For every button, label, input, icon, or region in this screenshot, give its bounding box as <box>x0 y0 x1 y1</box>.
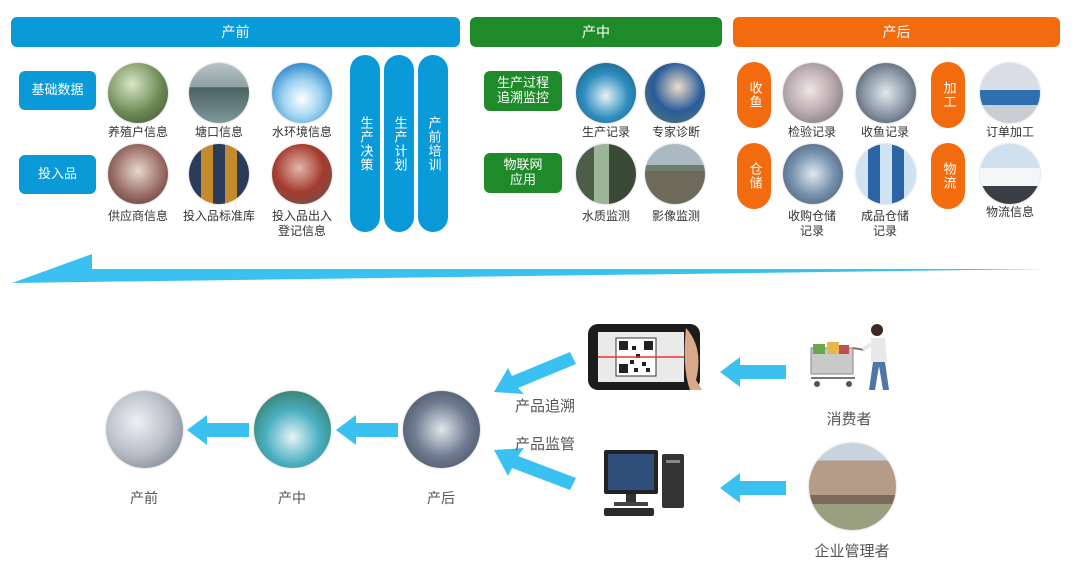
logistics-truck-photo <box>980 144 1040 204</box>
stage-pre-label: 产前 <box>130 491 158 507</box>
caption-water-info: 水环境信息 <box>271 125 332 139</box>
stage-post-label: 产后 <box>427 491 455 507</box>
stage-pre-photo <box>106 391 183 468</box>
production-record-photo <box>576 63 636 123</box>
label-logistics: 物流 <box>931 143 965 209</box>
label-process-monitoring: 生产过程 追溯监控 <box>484 71 562 111</box>
column-production-plan: 生产计划 <box>384 55 414 232</box>
label-storage-text: 仓储 <box>746 162 762 190</box>
product-storage-photo <box>856 144 916 204</box>
actor-consumer-label: 消费者 <box>826 410 872 428</box>
arrow-post-to-mid-icon <box>187 415 249 445</box>
trace-arrow <box>12 254 1046 283</box>
consumer-shopping-icon <box>810 324 889 390</box>
column-pre-training-text: 产前培训 <box>425 115 441 172</box>
fish-harvest-photo <box>856 63 916 123</box>
arrow-manager-icon <box>720 473 786 503</box>
label-basic-data-text: 基础数据 <box>31 83 84 98</box>
label-fish-harvest-text: 收鱼 <box>746 81 762 109</box>
label-basic-data: 基础数据 <box>19 71 96 110</box>
column-production-plan-text: 生产计划 <box>391 115 407 172</box>
computer-icon <box>604 450 684 516</box>
caption-input-registry: 投入品出入 登记信息 <box>271 209 332 238</box>
trace-arrow-label: 产品追溯信息 <box>510 277 589 292</box>
farmer-photo <box>108 63 168 123</box>
caption-farmer-info: 养殖户信息 <box>107 125 168 139</box>
stage-mid-label: 产中 <box>278 491 306 507</box>
label-inputs-text: 投入品 <box>37 167 77 182</box>
header-post-label: 产后 <box>882 25 911 41</box>
column-production-decision: 生产决策 <box>350 55 380 232</box>
enterprise-building-photo <box>809 443 896 530</box>
smartphone-qr-icon <box>588 324 702 390</box>
header-post: 产后 <box>733 17 1060 47</box>
arrow-trace-icon <box>494 352 576 394</box>
caption-pond-info: 塘口信息 <box>194 125 243 139</box>
caption-video-monitoring: 影像监测 <box>651 209 700 223</box>
function-trace-label: 产品追溯 <box>514 397 575 415</box>
order-processing-photo <box>980 63 1040 123</box>
water-quality-photo <box>576 144 636 204</box>
water-photo <box>272 63 332 123</box>
caption-water-quality: 水质监测 <box>581 209 630 223</box>
column-production-decision-text: 生产决策 <box>357 115 373 172</box>
pond-photo <box>189 63 249 123</box>
arrow-supervision-icon <box>494 448 576 490</box>
caption-logistics-info: 物流信息 <box>985 205 1034 219</box>
caption-purchase-storage: 收购仓储 记录 <box>787 209 836 238</box>
video-monitoring-photo <box>645 144 705 204</box>
actor-manager-label: 企业管理者 <box>814 542 890 560</box>
inspection-photo <box>783 63 843 123</box>
stage-post-photo <box>403 391 480 468</box>
label-inputs: 投入品 <box>19 155 96 194</box>
arrow-mid-to-pre-icon <box>336 415 398 445</box>
caption-input-standard: 投入品标准库 <box>182 209 255 223</box>
header-mid: 产中 <box>470 17 722 47</box>
purchase-storage-photo <box>783 144 843 204</box>
label-storage: 仓储 <box>737 143 771 209</box>
caption-inspection-record: 检验记录 <box>787 125 836 139</box>
supplier-photo <box>108 144 168 204</box>
header-pre: 产前 <box>11 17 460 47</box>
bottles-photo <box>189 144 249 204</box>
label-logistics-text: 物流 <box>940 162 956 190</box>
arrow-consumer-icon <box>720 357 786 387</box>
caption-supplier-info: 供应商信息 <box>107 209 168 223</box>
expert-diagnosis-photo <box>645 63 705 123</box>
caption-order-processing: 订单加工 <box>985 125 1034 139</box>
caption-expert-diagnosis: 专家诊断 <box>651 125 700 139</box>
label-fish-harvest: 收鱼 <box>737 62 771 128</box>
label-processing: 加工 <box>931 62 965 128</box>
column-pre-training: 产前培训 <box>418 55 448 232</box>
function-supervision-label: 产品监管 <box>514 435 575 453</box>
label-iot: 物联网 应用 <box>484 153 562 193</box>
caption-harvest-record: 收鱼记录 <box>860 125 909 139</box>
worker-photo <box>272 144 332 204</box>
header-mid-label: 产中 <box>582 25 610 41</box>
caption-product-storage: 成品仓储 记录 <box>860 209 909 238</box>
header-pre-label: 产前 <box>221 25 250 41</box>
caption-production-record: 生产记录 <box>581 125 630 139</box>
stage-mid-photo <box>254 391 331 468</box>
label-processing-text: 加工 <box>940 81 956 109</box>
